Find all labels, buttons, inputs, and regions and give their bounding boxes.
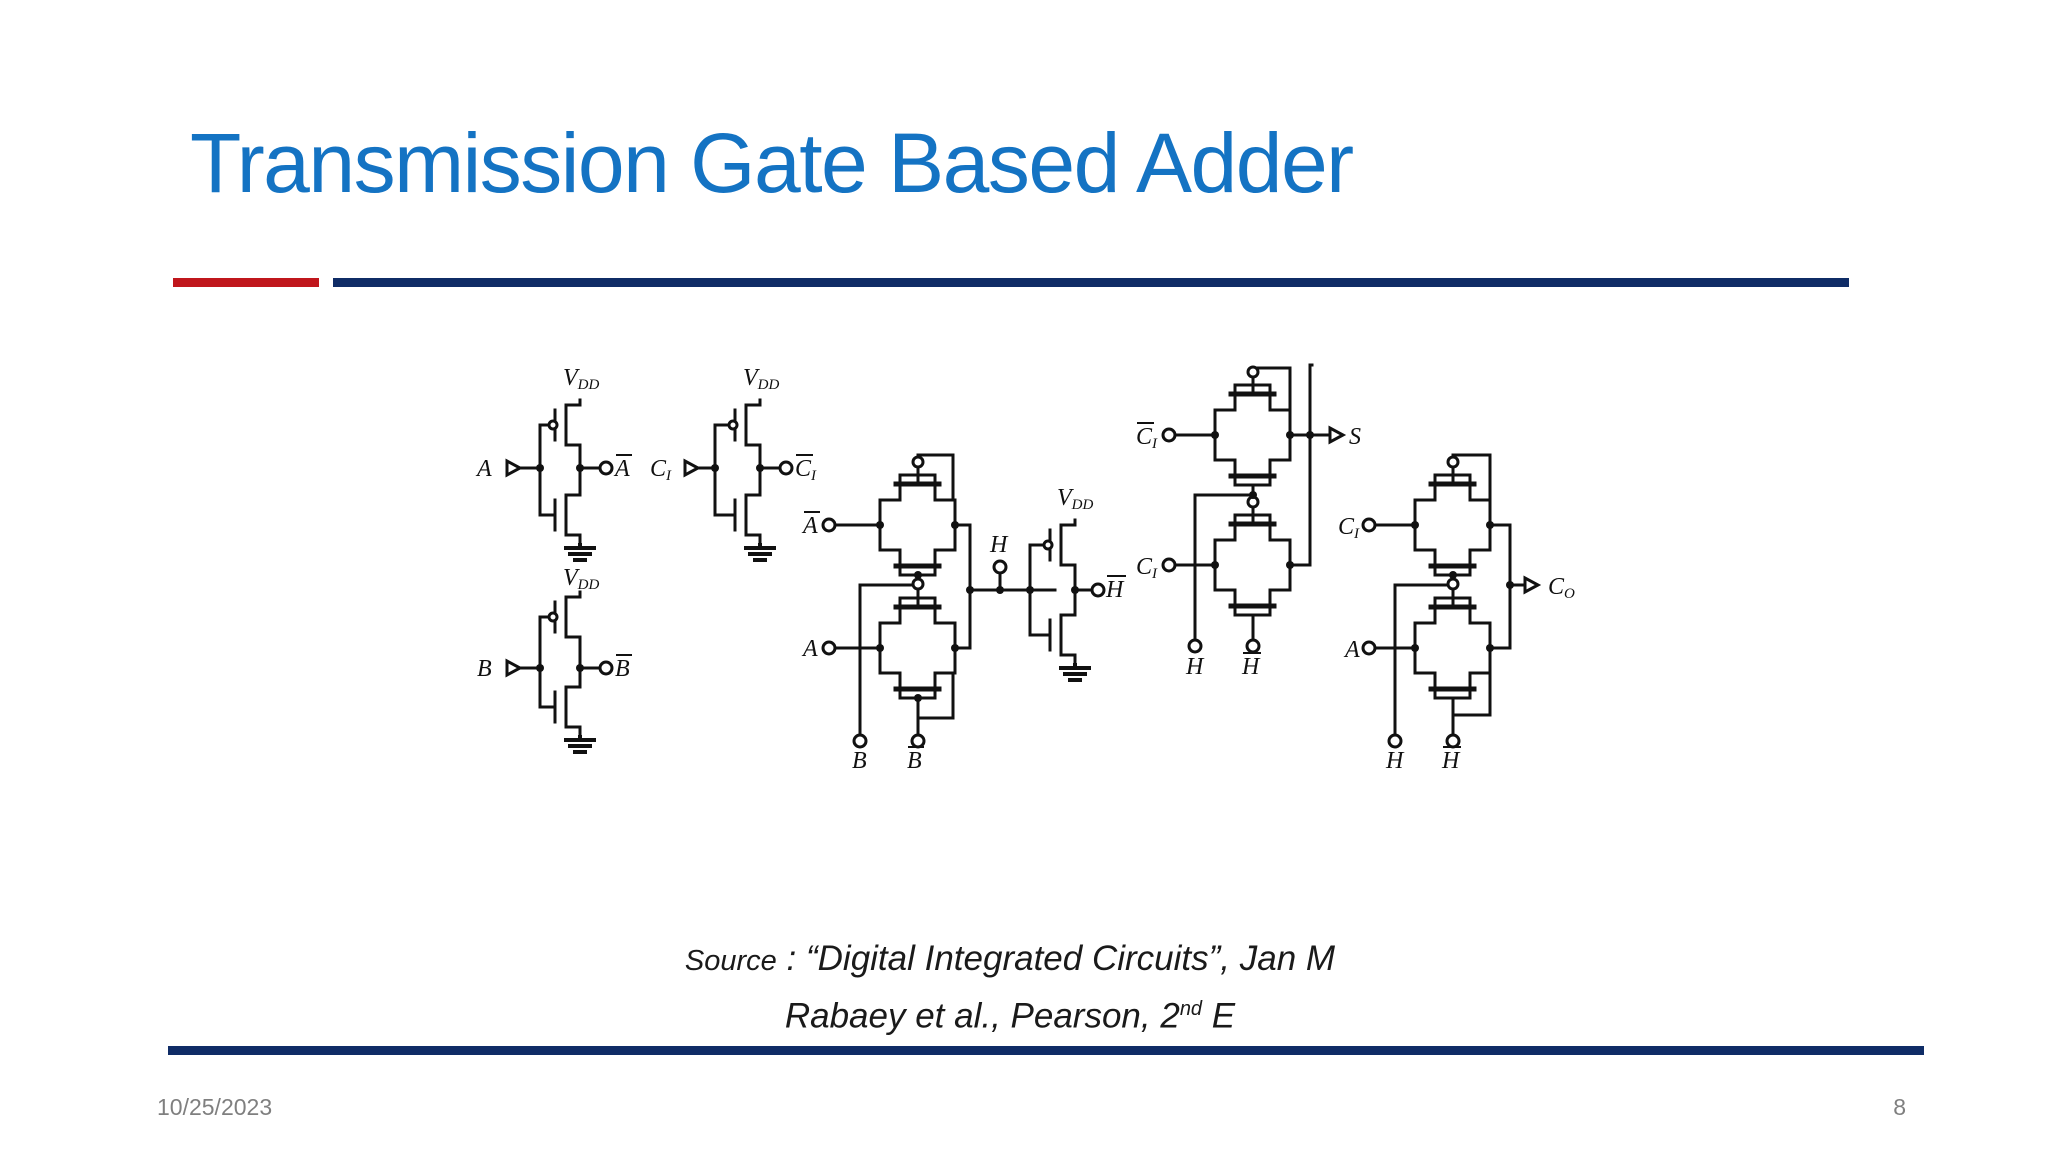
circuit-labels: VDD VDD VDD VDD A A B B CI CI A A B B H … [475, 365, 1575, 774]
label-a-bar-out: A [613, 456, 630, 482]
footer-rule [168, 1046, 1924, 1055]
label-sum-ci-bar: CI [1136, 424, 1158, 452]
label-carry-h-bar: H [1441, 748, 1461, 774]
label-h-in: H [989, 532, 1009, 558]
label-carry-ci: CI [1338, 514, 1360, 542]
label-b-in: B [477, 656, 492, 682]
slide-title: Transmission Gate Based Adder [190, 116, 1354, 210]
source-edition-superscript: nd [1179, 998, 1203, 1020]
slide-page-number: 8 [1893, 1094, 1906, 1120]
label-vdd-ci: VDD [743, 365, 780, 393]
title-accent-navy [333, 278, 1849, 287]
complement-overbars [616, 422, 1461, 748]
source-line-2a: Rabaey et al., Pearson, 2 [784, 996, 1180, 1036]
label-xor-b: B [852, 748, 867, 774]
label-h-bar-out: H [1105, 577, 1125, 603]
inverter-b [518, 590, 602, 754]
label-carry-h: H [1385, 748, 1405, 774]
carry-transmission-gates [1373, 453, 1527, 737]
label-carry-co: CO [1548, 574, 1575, 602]
label-xor-b-bar: B [907, 748, 922, 774]
source-line-1: : “Digital Integrated Circuits”, Jan M [776, 939, 1336, 978]
label-xor-a-bar: A [801, 513, 818, 539]
label-b-bar-out: B [615, 656, 630, 682]
label-xor-a: A [801, 636, 818, 662]
label-sum-h-bar: H [1241, 654, 1261, 680]
label-vdd-b: VDD [563, 565, 600, 593]
inverter-ci [696, 398, 782, 562]
xor-transmission-gates [833, 453, 1057, 737]
label-vdd-h: VDD [1057, 485, 1094, 513]
label-vdd-a: VDD [563, 365, 600, 393]
title-accent-red [173, 278, 319, 287]
label-ci-bar-out: CI [795, 456, 817, 484]
slide-date: 10/25/2023 [157, 1094, 273, 1120]
source-line-2b: E [1202, 996, 1236, 1036]
source-citation: Source : “Digital Integrated Circuits”, … [620, 935, 1400, 1041]
label-sum-ci: CI [1136, 554, 1158, 582]
label-carry-a: A [1343, 637, 1360, 663]
source-label: Source [684, 945, 777, 977]
label-sum-s: S [1349, 424, 1361, 450]
inverter-a [518, 398, 602, 562]
label-a-in: A [475, 456, 492, 482]
label-sum-h: H [1185, 654, 1205, 680]
label-ci-in: CI [650, 456, 672, 484]
